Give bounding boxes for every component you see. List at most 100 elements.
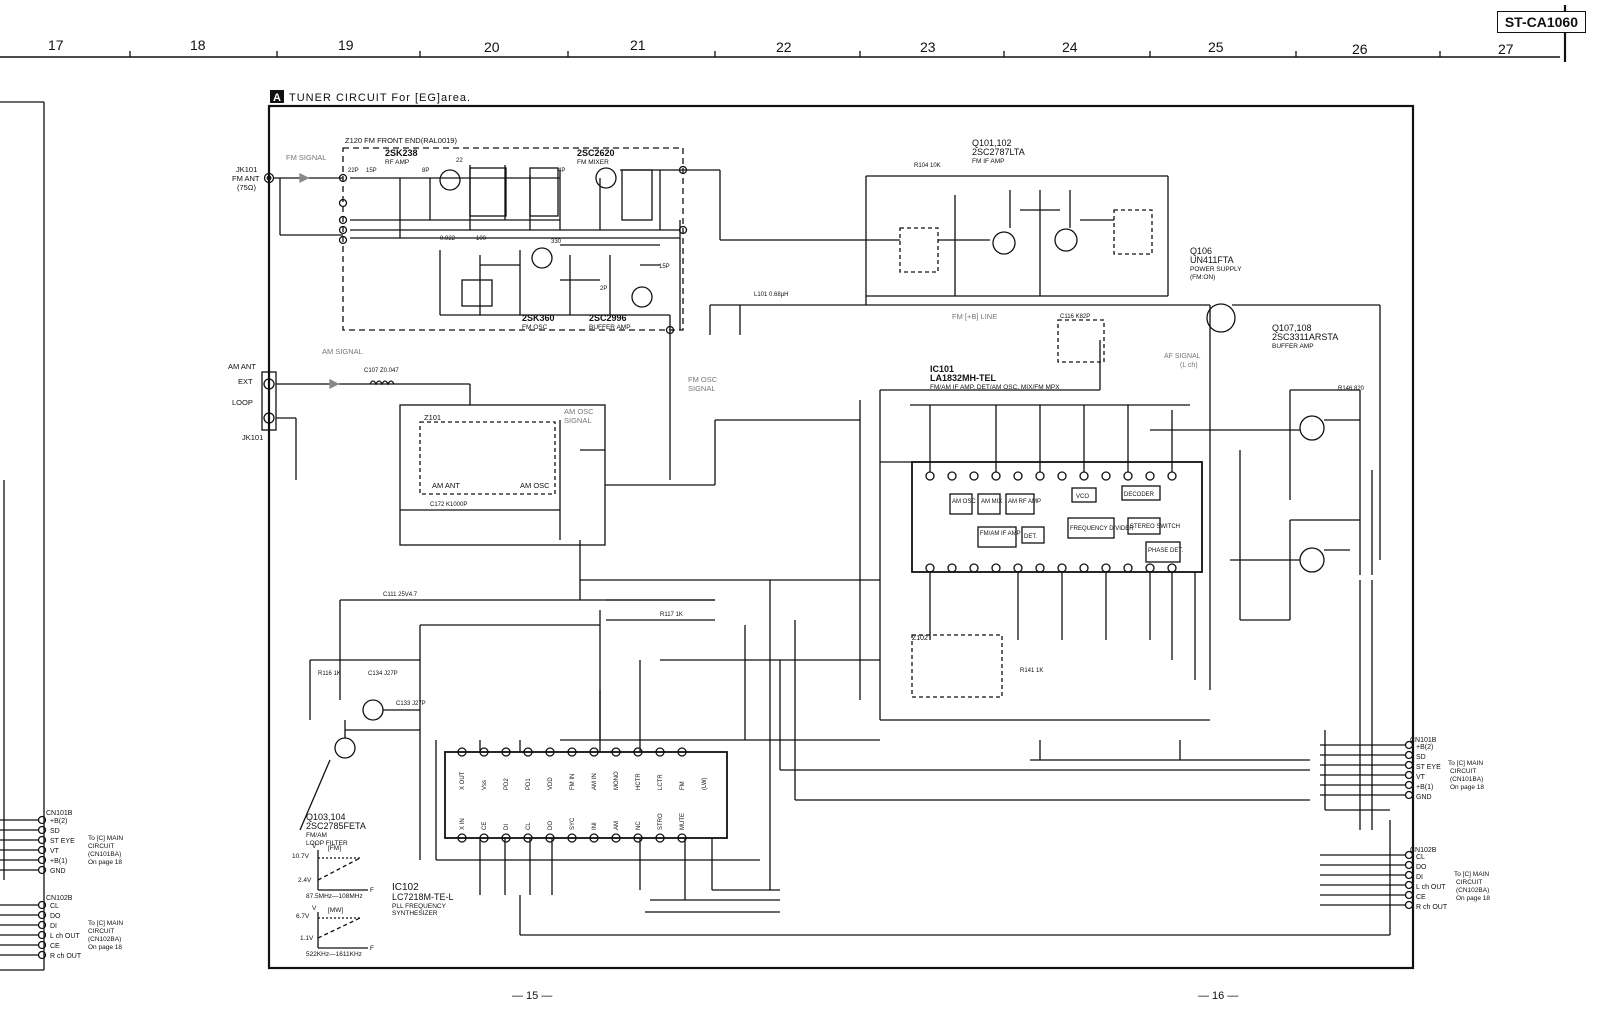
component-label: 22P xyxy=(348,168,359,174)
tuner-circuit-frame xyxy=(267,104,1415,970)
component-label: 100 xyxy=(476,236,487,242)
column-numbers: 17 18 19 20 21 22 23 24 25 26 27 xyxy=(48,37,1514,57)
graph-fm-label: [FM] xyxy=(328,845,341,852)
cn102b-title-left: CN102B xyxy=(46,895,73,902)
ic102-pin-name: FM xyxy=(680,781,686,790)
ic101-block: AM OSC xyxy=(952,499,976,505)
right-connector-wiring xyxy=(779,620,1405,906)
component-label: 15P xyxy=(366,168,377,174)
page-number-left: — 15 — xyxy=(512,990,553,1002)
ic102-pin-name: DO xyxy=(548,821,554,830)
cn102b-right: CN102B CL DO DI L ch OUT CE R ch OUT To … xyxy=(1410,847,1490,911)
fm-b-line-label: FM [+B] LINE xyxy=(952,312,997,321)
ic102-pin-name: SYC xyxy=(570,817,576,830)
q106-note: (FM:ON) xyxy=(1190,274,1215,281)
q101-role: FM IF AMP xyxy=(972,158,1005,165)
cn102b-pin: L ch OUT xyxy=(1416,884,1446,891)
q104-transistor xyxy=(334,737,356,759)
graph-mw-axis-v: V xyxy=(312,905,317,912)
page-title: TUNER CIRCUIT For [EG]area. xyxy=(289,92,471,104)
cn102b-pin: DO xyxy=(1416,864,1427,871)
cn101b-dest-left: CIRCUIT xyxy=(88,843,114,850)
column-number: 26 xyxy=(1352,41,1368,57)
cn101b-pin-left: +B(1) xyxy=(50,858,67,865)
cn102b-dest-left: To [C] MAIN xyxy=(88,920,123,927)
cn101b-pin-left: GND xyxy=(50,868,66,875)
cn102b-left: CN102B CL DO DI L ch OUT CE R ch OUT To … xyxy=(46,895,123,960)
left-cn-pins xyxy=(37,815,47,960)
component-labels: 22P 15P 8P 22 4P 0.022 100 330 15P 2P R1… xyxy=(318,158,1365,707)
title-marker-box xyxy=(270,90,284,103)
cn101b-dest-left: (CN101BA) xyxy=(88,851,121,858)
osc-role: FM OSC xyxy=(522,324,548,331)
cn102b-dest: To [C] MAIN xyxy=(1454,871,1489,878)
cn102b-title: CN102B xyxy=(1410,847,1437,854)
cn101b-pin-left: ST EYE xyxy=(50,838,75,845)
cn101b-dest: On page 18 xyxy=(1450,784,1484,791)
ic101-block: DET. xyxy=(1024,534,1037,540)
ic101-block: STEREO SWITCH xyxy=(1130,524,1180,530)
q-fm-mixer-transistor xyxy=(595,167,617,189)
q102-transistor xyxy=(1054,228,1078,252)
column-number: 18 xyxy=(190,37,206,53)
cn101b-pin-left: SD xyxy=(50,828,60,835)
cn102b-pin: CL xyxy=(1416,854,1425,861)
cn101b-pin: VT xyxy=(1416,774,1426,781)
ic102-pin-name: FM IN xyxy=(570,774,576,790)
l151-coil-box xyxy=(1057,319,1105,363)
ic102-pin-name: NC xyxy=(636,821,642,830)
cn102b-pin-left: CL xyxy=(50,903,59,910)
mixer-role: FM MIXER xyxy=(577,159,609,166)
cn101b-pin: GND xyxy=(1416,794,1432,801)
ic102-pin-name: CE xyxy=(482,822,488,830)
ic101-labels: IC101 LA1832MH-TEL FM/AM IF AMP, DET/AM … xyxy=(912,353,1201,642)
graph-mw-vlo: 1.1V xyxy=(300,935,314,942)
ic102-pin-name: VDD xyxy=(548,777,554,790)
ic101-pins xyxy=(925,471,1177,573)
am-osc-signal-2: SIGNAL xyxy=(564,416,592,425)
graph-mw-axis-f: F xyxy=(370,945,374,952)
am-antenna-section xyxy=(261,371,606,546)
ic102-top-pin-names: X OUT Vss PD2 PD1 VDD FM IN AM IN MONO H… xyxy=(460,771,708,790)
column-number: 24 xyxy=(1062,39,1078,55)
ic102-pin-name: X OUT xyxy=(460,771,466,790)
fm-signal-label: FM SIGNAL xyxy=(286,153,326,162)
ic102-pin-name: HCTR xyxy=(636,773,642,790)
cn101b-pin: +B(1) xyxy=(1416,784,1433,791)
cn101b-dest: (CN101BA) xyxy=(1450,776,1483,783)
q-rf-amp-transistor xyxy=(439,169,461,191)
cn101b-pin-left: VT xyxy=(50,848,60,855)
cn101b-title-left: CN101B xyxy=(46,810,73,817)
ic101-package xyxy=(911,461,1203,573)
ic101-block: FREQUENCY DIVIDER xyxy=(1070,526,1134,532)
vt-graph-labels: [FM] 10.7V 2.4V 87.5MHz—108MHz V F [MW] … xyxy=(292,843,374,958)
cn101b-left: CN101B +B(2) SD ST EYE VT +B(1) GND To [… xyxy=(46,810,123,875)
ic102-pin-name: X IN xyxy=(460,818,466,830)
ic102-ref: IC102 xyxy=(392,882,419,893)
z101-label: Z101 xyxy=(424,413,441,422)
ic102-pin-name: AM IN xyxy=(592,773,598,790)
ic101-block: AM RF AMP xyxy=(1008,499,1041,505)
z120-label: Z120 FM FRONT END(RAL0019) xyxy=(345,136,457,145)
q-fm-osc-transistor xyxy=(531,247,553,269)
ic101-desc: FM/AM IF AMP, DET/AM OSC, MIX/FM MPX xyxy=(930,384,1060,391)
ic102-desc2: SYNTHESIZER xyxy=(392,910,438,917)
q-buffer-amp-transistor xyxy=(631,286,653,308)
graph-mw-vhi: 6.7V xyxy=(296,913,310,920)
cn101b-pin: +B(2) xyxy=(1416,744,1433,751)
component-label: 4P xyxy=(558,168,565,174)
graph-fm-axis-v: V xyxy=(312,843,317,850)
ic102-pin-name: (LW) xyxy=(702,777,708,790)
buffer-role: BUFFER AMP xyxy=(589,324,631,331)
component-label: R117 1K xyxy=(660,612,683,618)
fm-jack-ref: JK101 xyxy=(236,165,257,174)
q106-role: POWER SUPPLY xyxy=(1190,266,1242,273)
q107-transistor xyxy=(1299,415,1325,441)
ic102-bottom-pin-names: X IN CE DI CL DO SYC INI AM NC STRO MUTE xyxy=(460,813,686,830)
component-label: 15P xyxy=(659,264,670,270)
am-osc-signal-1: AM OSC xyxy=(564,407,594,416)
ic101-block: AM MIX xyxy=(981,499,1002,505)
loop-filter-wiring xyxy=(299,659,420,831)
ic101-block: FM/AM IF AMP xyxy=(980,531,1021,537)
